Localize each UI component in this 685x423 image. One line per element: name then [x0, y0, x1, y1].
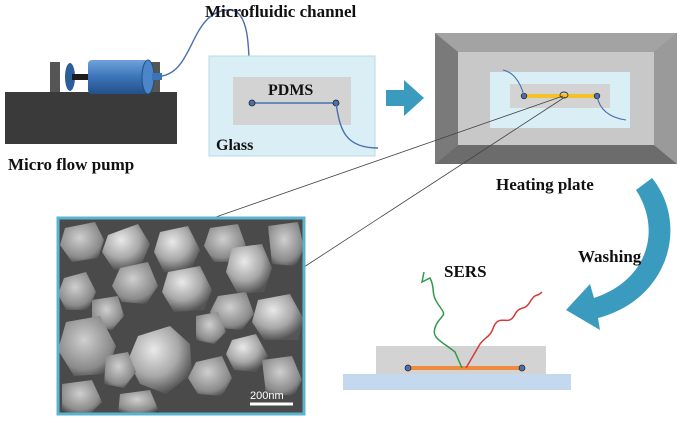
pump-post-left [50, 62, 60, 92]
pdms-label: PDMS [268, 82, 313, 99]
channel-label: Microfluidic channel [205, 2, 357, 21]
sem-image: 200nm [58, 218, 304, 414]
scale-bar-label: 200nm [250, 390, 284, 402]
pump-base [5, 92, 177, 144]
heating-plate-label: Heating plate [496, 175, 594, 194]
sem-grains [58, 218, 304, 414]
pump-label: Micro flow pump [8, 155, 134, 174]
sers-substrate [343, 346, 571, 390]
channel-inlet [249, 100, 255, 106]
glass-substrate [343, 374, 571, 390]
syringe-pump-icon [65, 60, 162, 94]
micro-flow-pump [5, 60, 177, 144]
glass-label: Glass [216, 137, 253, 154]
washing-label: Washing [578, 247, 642, 266]
flow-arrow-icon [386, 80, 424, 116]
sers-label: SERS [444, 262, 487, 281]
